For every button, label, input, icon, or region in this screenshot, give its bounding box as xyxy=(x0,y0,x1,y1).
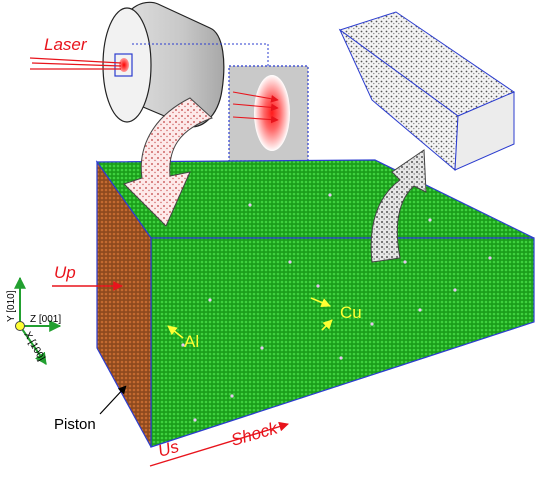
laser-label: Laser xyxy=(44,35,88,54)
cu-label: Cu xyxy=(340,303,362,322)
shock-label: Shock xyxy=(229,418,281,450)
axes-origin xyxy=(15,321,25,331)
laser-beam xyxy=(29,57,122,70)
coordinate-axes: Y [010] Z [001] X [100] xyxy=(6,276,61,365)
z-axis-label: Z [001] xyxy=(30,314,61,325)
zoom-inset xyxy=(228,65,309,162)
zoom-down-arrow xyxy=(123,97,213,227)
zoom-connector xyxy=(132,43,269,66)
zoom-box xyxy=(114,53,133,77)
piston-arrow xyxy=(99,385,127,415)
crystal-front-face xyxy=(150,237,535,448)
laser-spot-small xyxy=(119,58,129,72)
x-axis-label: X [100] xyxy=(21,330,46,363)
shock-arrow xyxy=(149,421,289,467)
y-axis-label: Y [010] xyxy=(6,290,17,322)
zoom-up-arrow xyxy=(370,149,427,263)
cu-arrow-1 xyxy=(310,297,331,308)
crystal-zoomed xyxy=(338,11,516,172)
cu-arrow-2 xyxy=(321,319,333,331)
x-axis-arrow xyxy=(19,325,47,365)
piston-label: Piston xyxy=(54,416,96,433)
laser-spot-zoomed xyxy=(254,75,290,151)
al-arrow xyxy=(167,325,184,339)
target-cylinder xyxy=(102,1,225,128)
crystal-block xyxy=(95,159,535,448)
impurity-atoms xyxy=(181,193,492,422)
al-label: Al xyxy=(184,332,199,351)
up-label: Up xyxy=(54,263,76,282)
